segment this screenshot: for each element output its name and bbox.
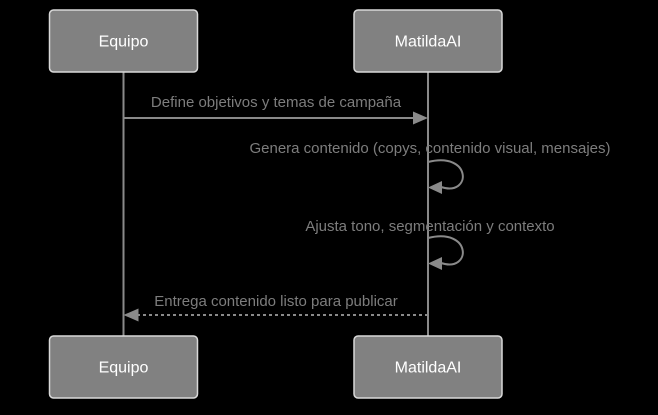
actor-top-matildaai: MatildaAI	[353, 9, 503, 73]
actor-label: MatildaAI	[395, 360, 462, 377]
message-entrega-contenido: Entrega contenido listo para publicar	[123, 293, 428, 322]
message-ajusta-tono: Ajusta tono, segmentación y contexto	[305, 218, 555, 270]
message-text: Define objetivos y temas de campaña	[151, 94, 402, 111]
actor-bottom-matildaai: MatildaAI	[353, 335, 503, 399]
arrowhead-right-icon	[413, 111, 428, 125]
arrowhead-left-icon	[428, 181, 442, 194]
actor-box	[353, 335, 503, 399]
actor-bottom-equipo: Equipo	[48, 335, 199, 399]
message-text: Entrega contenido listo para publicar	[154, 293, 398, 310]
message-genera-contenido: Genera contenido (copys, contenido visua…	[249, 140, 611, 194]
actor-label: Equipo	[99, 34, 149, 51]
message-text: Ajusta tono, segmentación y contexto	[305, 218, 554, 235]
actor-label: MatildaAI	[395, 34, 462, 51]
actor-top-equipo: Equipo	[48, 9, 199, 73]
self-loop-curve	[427, 159, 464, 190]
message-text: Genera contenido (copys, contenido visua…	[249, 140, 610, 157]
message-define-objetivos: Define objetivos y temas de campaña	[123, 94, 428, 125]
self-loop-curve	[427, 235, 464, 266]
actor-box	[353, 9, 503, 73]
actor-box	[48, 9, 199, 73]
actor-box	[48, 335, 199, 399]
actor-label: Equipo	[99, 360, 149, 377]
arrowhead-left-icon	[428, 257, 442, 270]
arrowhead-left-icon	[123, 308, 139, 322]
